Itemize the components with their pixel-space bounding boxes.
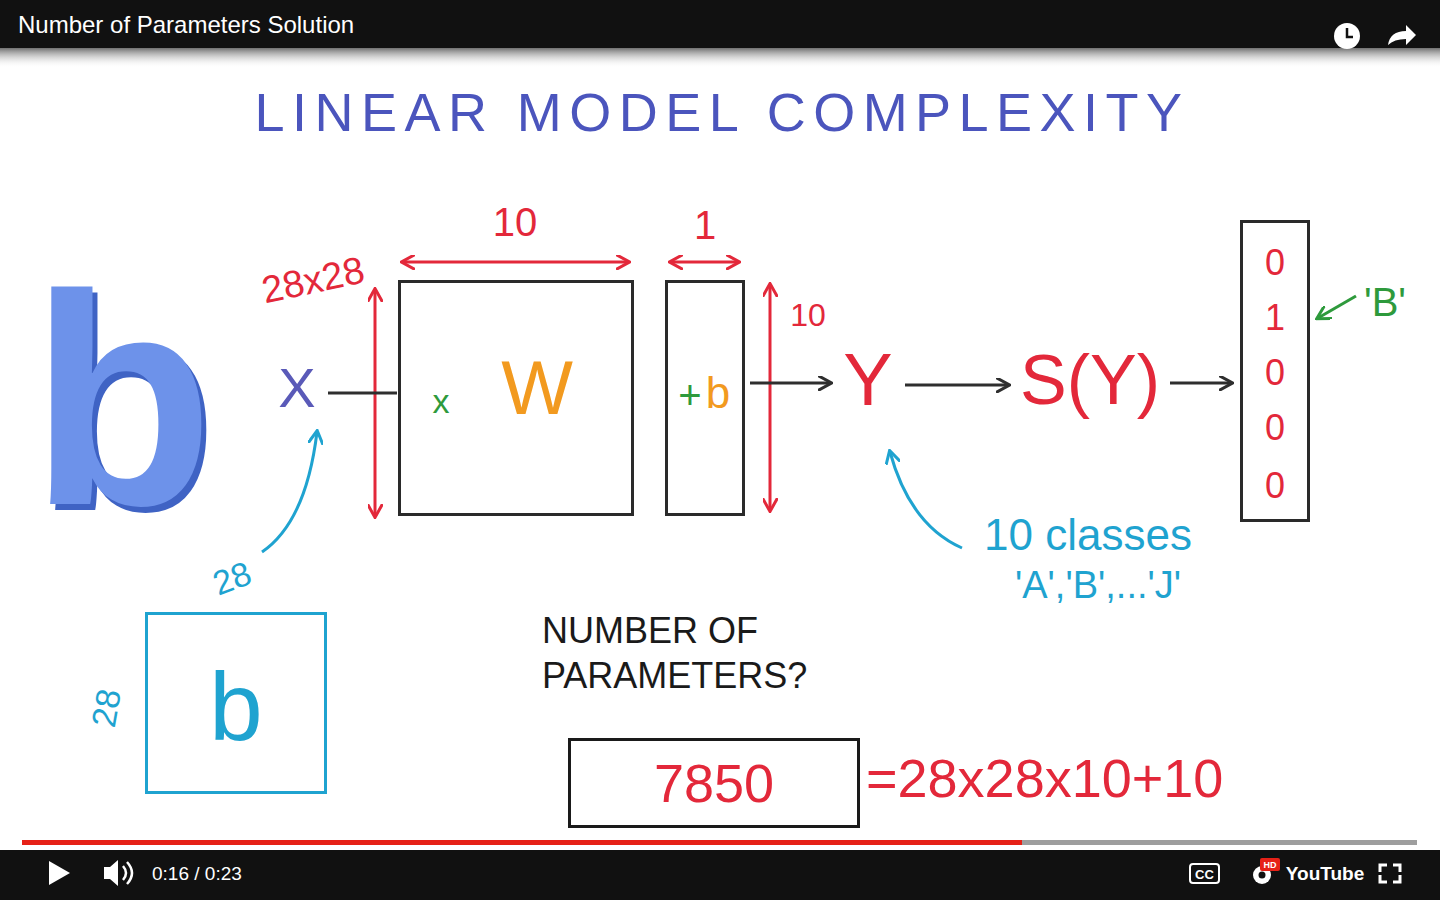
softmax-symbol: S(Y) xyxy=(1020,345,1160,415)
flow-arrow xyxy=(750,382,830,385)
output-symbol-holder: Y xyxy=(843,343,892,417)
video-title-holder: Number of Parameters Solution xyxy=(18,13,354,37)
title-bar xyxy=(0,0,1440,48)
flow-arrow xyxy=(1170,382,1231,385)
letter-illustration: b xyxy=(30,250,213,550)
answer-value: 7850 xyxy=(654,756,774,810)
input-symbol: X xyxy=(278,360,315,416)
image-letter: b xyxy=(209,659,262,755)
time-display-holder: 0:16 / 0:23 xyxy=(152,864,242,883)
answer-value-holder: 7850 xyxy=(654,756,774,810)
diagram-title: LINEAR MODEL COMPLEXITY xyxy=(255,85,1190,139)
dimension-label-holder: 10 xyxy=(790,299,826,331)
title-bar-fade xyxy=(0,48,1440,68)
classes-list: 'A','B',...'J' xyxy=(1015,566,1181,604)
class-callout-holder: 'B' xyxy=(1364,282,1406,322)
weight-symbol-holder: W xyxy=(501,350,573,426)
vector-entry-holder: 1 xyxy=(1265,300,1285,336)
vector-entry-holder: 0 xyxy=(1265,245,1285,281)
clock-icon xyxy=(1334,23,1360,49)
formula: =28x28x10+10 xyxy=(866,751,1223,805)
bias-symbol-holder: b xyxy=(706,371,730,415)
classes-note-holder: 10 classes xyxy=(984,513,1192,557)
hd-label: HD xyxy=(1264,860,1277,869)
vector-entry: 0 xyxy=(1265,410,1285,446)
vector-entry-holder: 0 xyxy=(1265,468,1285,504)
one-hot-vector: 0 1 0 0 0 xyxy=(1240,220,1310,522)
vector-entry: 0 xyxy=(1265,355,1285,391)
classes-list-holder: 'A','B',...'J' xyxy=(1015,566,1181,604)
answer-box: 7850 xyxy=(568,738,860,828)
callout-arrow xyxy=(1318,296,1356,318)
input-symbol-holder: X xyxy=(278,360,315,416)
volume-icon xyxy=(104,860,118,886)
hd-label-holder: HD xyxy=(1264,860,1277,869)
vector-entry: 0 xyxy=(1265,245,1285,281)
question-text-holder: NUMBER OF PARAMETERS? xyxy=(542,608,872,698)
multiply-sign: x xyxy=(433,384,450,418)
fullscreen-icon xyxy=(1380,865,1400,882)
dimension-arrow xyxy=(671,261,738,264)
time-display: 0:16 / 0:23 xyxy=(152,864,242,883)
image-dimension: 28 xyxy=(86,686,126,729)
weight-symbol: W xyxy=(501,350,573,426)
bias-vector: +b xyxy=(665,280,745,516)
bias-symbol: b xyxy=(706,371,730,415)
progress-track xyxy=(22,840,1417,845)
youtube-logo: YouTube xyxy=(1286,864,1364,883)
plus-sign: + xyxy=(678,375,701,415)
clock-hands xyxy=(1347,28,1353,37)
class-callout: 'B' xyxy=(1364,282,1406,322)
softmax-symbol-holder: S(Y) xyxy=(1020,345,1160,415)
dimension-label-holder: 10 xyxy=(493,202,538,242)
settings-gear-hole xyxy=(1259,872,1266,879)
vector-entry: 1 xyxy=(1265,300,1285,336)
plus-sign-holder: + xyxy=(678,375,701,415)
multiply-sign-holder: x xyxy=(433,384,450,418)
input-image: b xyxy=(145,612,327,794)
hd-badge xyxy=(1260,858,1280,871)
image-dimension-holder: 28 xyxy=(208,556,255,601)
dimension-label: 28x28 xyxy=(258,251,367,310)
vector-entry-holder: 0 xyxy=(1265,410,1285,446)
dimension-label: 1 xyxy=(694,205,716,245)
output-symbol: Y xyxy=(843,343,892,417)
cc-button xyxy=(1190,864,1219,883)
player-bar xyxy=(0,850,1440,900)
play-icon xyxy=(49,861,70,885)
dimension-label-holder: 28x28 xyxy=(258,251,367,310)
volume-wave xyxy=(123,866,126,880)
dimension-arrow xyxy=(403,261,628,264)
callout-arrow xyxy=(262,432,317,552)
dimension-label-holder: 1 xyxy=(694,205,716,245)
vector-entry-holder: 0 xyxy=(1265,355,1285,391)
dimension-label: 10 xyxy=(790,299,826,331)
flow-arrow xyxy=(905,384,1008,387)
volume-wave xyxy=(127,862,132,884)
vector-entry: 0 xyxy=(1265,468,1285,504)
classes-note: 10 classes xyxy=(984,513,1192,557)
dimension-label: 10 xyxy=(493,202,538,242)
callout-arrow xyxy=(890,452,962,548)
dimension-arrow xyxy=(769,285,772,510)
video-title: Number of Parameters Solution xyxy=(18,13,354,37)
title-holder: LINEAR MODEL COMPLEXITY xyxy=(255,85,1190,139)
question-text: NUMBER OF PARAMETERS? xyxy=(542,608,872,698)
image-letter-holder: b xyxy=(209,659,262,755)
share-icon xyxy=(1388,25,1416,45)
image-dimension-holder: 28 xyxy=(86,686,126,729)
formula-holder: =28x28x10+10 xyxy=(866,751,1223,805)
letter-illustration-holder: b xyxy=(30,250,213,550)
cc-label-holder: CC xyxy=(1195,867,1214,880)
weight-matrix: xW xyxy=(398,280,634,516)
dimension-arrow xyxy=(374,290,377,516)
input-line xyxy=(328,392,397,395)
image-dimension: 28 xyxy=(208,556,255,601)
youtube-logo-holder: YouTube xyxy=(1286,864,1364,883)
progress-played xyxy=(22,840,1022,845)
cc-label: CC xyxy=(1195,867,1214,880)
